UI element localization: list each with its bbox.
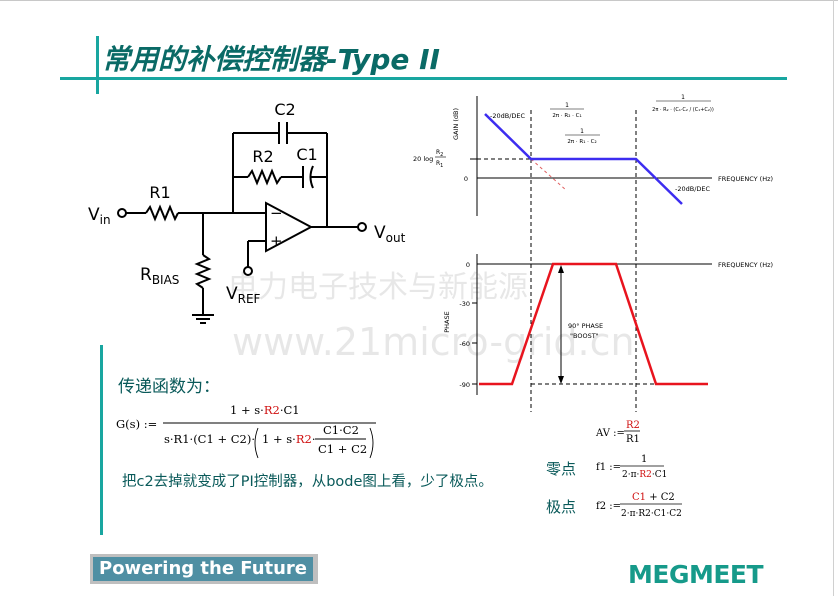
phase-tick-90: -90 <box>459 381 470 389</box>
av-num: R2 <box>626 420 640 431</box>
f2-num: C1 + C2 <box>632 492 675 503</box>
slope-left-label: -20dB/DEC <box>490 112 526 120</box>
gain-x-label: FREQUENCY (Hz) <box>718 175 773 183</box>
phase-tick-30: -30 <box>459 300 470 308</box>
boost-line1: 90° PHASE <box>568 322 603 330</box>
opamp-minus: − <box>270 204 283 222</box>
g-den-frac-num: C1·C2 <box>323 423 359 437</box>
opamp-plus: + <box>270 232 283 250</box>
fzero-den: 2π · R₂ · C₁ <box>552 113 581 119</box>
right-border <box>833 0 834 596</box>
fpole-num: 1 <box>681 94 685 101</box>
av-lhs: AV := <box>595 428 625 439</box>
g-den-b: 1 + s·R2· <box>262 432 315 446</box>
g-numerator: 1 + s·R2·C1 <box>230 403 300 417</box>
gain-y-label: GAIN (dB) <box>452 108 460 140</box>
rbias-label: RBIAS <box>140 265 179 287</box>
gain-curve <box>484 113 683 205</box>
c1-label: C1 <box>296 145 317 164</box>
fzero-num: 1 <box>565 102 569 109</box>
footer-badge-text: Powering the Future <box>93 557 313 581</box>
gain-zero-tick: 0 <box>464 175 468 183</box>
watermark-url: www.21micro-grid.cn <box>232 320 635 364</box>
phase-tick-60: -60 <box>459 340 470 348</box>
g-den-a: s·R1·(C1 + C2)· <box>164 432 255 446</box>
f1-den: 2·π·R2·C1 <box>622 470 667 480</box>
title-accent-vertical <box>96 36 99 94</box>
av-den: R1 <box>626 434 640 445</box>
vref-label: VREF <box>226 284 261 306</box>
phase-curve <box>479 262 708 386</box>
content-accent-bar <box>100 345 103 535</box>
gain-level-num: R2 <box>436 149 443 158</box>
g-den-frac-den: C1 + C2 <box>318 442 367 456</box>
f2-lhs: f2 := <box>596 501 621 512</box>
note-text: 把c2去掉就变成了PI控制器，从bode图上看，少了极点。 <box>122 474 493 490</box>
r1-label: R1 <box>149 183 170 202</box>
f2-den: 2·π·R2·C1·C2 <box>621 509 682 519</box>
f1-num: 1 <box>641 454 647 465</box>
boost-line2: "BOOST" <box>570 332 599 340</box>
phase-tick-0: 0 <box>466 261 470 269</box>
top-border <box>0 0 838 1</box>
r2-label: R2 <box>252 147 273 166</box>
fpole-den: 2π · R₂ · (C₁·C₂ / (C₁+C₂)) <box>652 107 714 113</box>
c2-label: C2 <box>274 100 295 119</box>
fmid-num: 1 <box>580 128 584 135</box>
pole-label: 极点 <box>546 498 577 516</box>
fmid-den: 2π · R₁ · C₂ <box>567 139 596 145</box>
zero-label: 零点 <box>546 460 577 478</box>
footer-badge: Powering the Future <box>90 554 318 584</box>
phase-y-label: PHASE <box>443 311 451 333</box>
company-logo: MEGMEET <box>628 560 764 589</box>
phase-x-label: FREQUENCY (Hz) <box>718 261 773 269</box>
vout-label: Vout <box>374 223 406 245</box>
vin-label: Vin <box>88 205 111 227</box>
transfer-function-label: 传递函数为： <box>118 377 220 397</box>
gain-level-den: R1 <box>436 160 443 169</box>
slope-right-label: -20dB/DEC <box>675 185 711 193</box>
watermark-chinese: 电力电子技术与新能源 <box>228 270 528 305</box>
title-accent-underline <box>60 77 787 80</box>
f1-lhs: f1 := <box>596 462 621 473</box>
slide-title: 常用的补偿控制器-Type II <box>102 43 440 76</box>
g-lhs: G(s) := <box>116 417 157 431</box>
gain-level-label: 20 log <box>413 155 433 163</box>
